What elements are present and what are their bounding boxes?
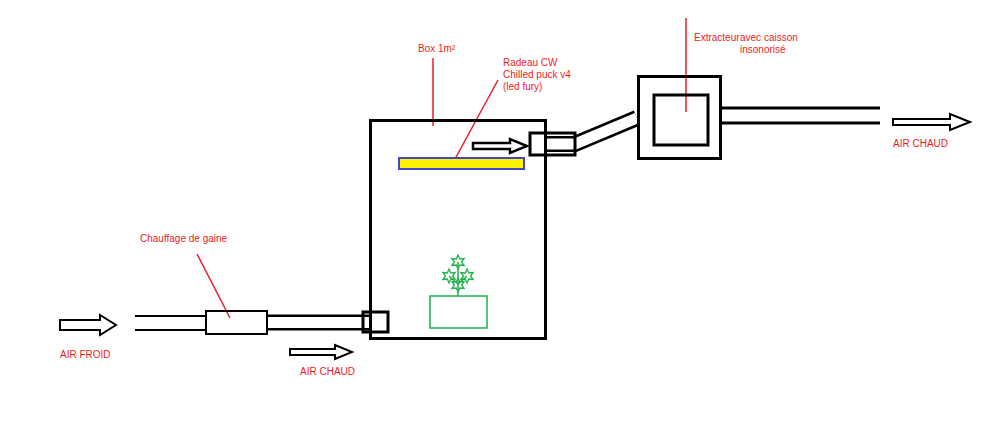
airflow-label: AIR FROID	[60, 349, 111, 361]
leaf	[443, 269, 455, 283]
duct-inner	[268, 317, 369, 328]
grow-box: Radeau CW Chilled puck v4 (led fury)Box …	[369, 119, 547, 340]
callout-label: Extracteur	[694, 32, 740, 44]
airflow-arrow	[60, 315, 116, 335]
airflow-label: AIR CHAUD	[300, 366, 355, 378]
air-duct	[268, 322, 369, 323]
leader-line	[685, 18, 687, 112]
leaf	[461, 269, 473, 283]
airflow-arrow	[290, 345, 352, 359]
airflow-arrow	[473, 139, 527, 153]
leader-line	[432, 58, 434, 126]
duct-outer	[268, 315, 369, 331]
inlet-flange	[363, 312, 388, 332]
duct-wall	[135, 315, 205, 317]
callout-label: Chauffage de gaine	[140, 233, 227, 245]
led-panel: Radeau CW Chilled puck v4 (led fury)	[398, 157, 525, 170]
air-duct	[547, 118, 637, 144]
duct-outer	[547, 118, 637, 144]
duct-wall	[135, 329, 205, 331]
extractor-box: Extracteuravec caisson insonorisé	[637, 75, 722, 160]
duct-wall	[722, 107, 880, 110]
leaf	[452, 255, 464, 269]
airflow-arrow	[893, 114, 970, 130]
callout-label: Box 1m²	[418, 43, 455, 55]
outlet-flange	[530, 133, 575, 155]
duct-inner	[547, 118, 637, 144]
callout-label: Radeau CW Chilled puck v4 (led fury)	[503, 57, 587, 93]
callout-label: avec caisson insonorisé	[740, 32, 806, 56]
duct-wall	[722, 122, 880, 125]
leaf	[452, 278, 464, 292]
fan-unit	[654, 95, 708, 145]
plant-pot	[430, 296, 487, 328]
leader-line	[197, 254, 230, 318]
plant-leaves	[443, 255, 473, 292]
airflow-label: AIR CHAUD	[893, 138, 948, 150]
duct-heater: Chauffage de gaine	[205, 310, 268, 335]
